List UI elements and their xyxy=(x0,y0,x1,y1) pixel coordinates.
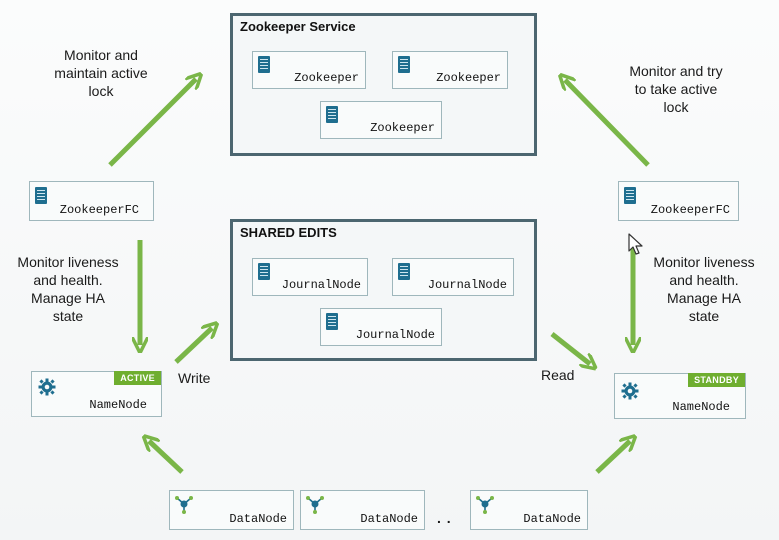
server-icon xyxy=(258,263,270,280)
zookeeper-service-group: Zookeeper Service Zookeeper Zookeeper Zo… xyxy=(230,13,537,156)
datanode-label: DataNode xyxy=(523,512,581,526)
network-node-icon xyxy=(476,496,494,514)
zookeeper-node[interactable]: Zookeeper xyxy=(392,51,508,89)
server-icon xyxy=(35,187,47,204)
note-right-top: Monitor and try to take active lock xyxy=(612,62,740,116)
namenode-label: NameNode xyxy=(89,398,147,412)
note-right-mid: Monitor liveness and health. Manage HA s… xyxy=(638,253,770,325)
arrow-datanode-to-active xyxy=(149,441,184,474)
journalnode-node[interactable]: JournalNode xyxy=(252,258,368,296)
network-node-icon xyxy=(306,496,324,514)
mouse-cursor-icon xyxy=(628,233,643,255)
note-line: Monitor and xyxy=(64,47,138,63)
datanode-label: DataNode xyxy=(360,512,418,526)
datanode-node[interactable]: DataNode xyxy=(169,490,294,530)
server-icon xyxy=(326,106,338,123)
zookeeper-label: Zookeeper xyxy=(294,71,359,85)
note-line: and health. xyxy=(669,272,739,288)
zookeeperfc-label: ZookeeperFC xyxy=(650,203,730,217)
active-badge: ACTIVE xyxy=(114,371,161,385)
zookeeper-label: Zookeeper xyxy=(370,121,435,135)
arrow-zkfc-to-zookeeper-right xyxy=(565,80,650,167)
note-line: Monitor liveness xyxy=(17,254,119,270)
shared-edits-group: SHARED EDITS JournalNode JournalNode Jou… xyxy=(230,219,537,361)
zookeeper-node[interactable]: Zookeeper xyxy=(252,51,366,89)
datanode-ellipsis: . . xyxy=(437,510,452,526)
server-icon xyxy=(398,263,410,280)
note-line: to take active xyxy=(634,81,718,97)
journalnode-label: JournalNode xyxy=(427,278,507,292)
note-line: and health. xyxy=(33,272,103,288)
note-line: Monitor liveness xyxy=(653,254,755,270)
zookeeper-node[interactable]: Zookeeper xyxy=(320,101,442,139)
server-icon xyxy=(398,56,410,73)
journalnode-label: JournalNode xyxy=(355,328,435,342)
note-line: lock xyxy=(663,99,689,115)
read-label: Read xyxy=(541,367,575,383)
note-left-top: Monitor and maintain active lock xyxy=(45,46,157,100)
note-line: maintain active xyxy=(54,65,148,81)
note-left-mid: Monitor liveness and health. Manage HA s… xyxy=(4,253,132,325)
arrow-read xyxy=(550,332,590,364)
zookeeperfc-label: ZookeeperFC xyxy=(59,203,139,217)
write-label: Write xyxy=(178,370,211,386)
zookeeperfc-left[interactable]: ZookeeperFC xyxy=(29,181,154,221)
arrow-datanode-to-standby xyxy=(595,441,630,474)
namenode-label: NameNode xyxy=(672,400,730,414)
gear-icon xyxy=(621,382,639,400)
namenode-active[interactable]: ACTIVE NameNode xyxy=(31,371,162,417)
namenode-standby[interactable]: STANDBY NameNode xyxy=(614,373,746,419)
shared-edits-title: SHARED EDITS xyxy=(240,225,337,240)
datanode-label: DataNode xyxy=(229,512,287,526)
journalnode-node[interactable]: JournalNode xyxy=(320,308,442,346)
note-line: state xyxy=(52,308,84,324)
zookeeperfc-right[interactable]: ZookeeperFC xyxy=(618,181,739,221)
gear-icon xyxy=(38,378,56,396)
note-line: Monitor and try xyxy=(629,63,723,79)
arrow-write xyxy=(174,328,212,364)
journalnode-node[interactable]: JournalNode xyxy=(392,258,514,296)
zookeeper-label: Zookeeper xyxy=(436,71,501,85)
arrow-zkfc-to-zookeeper-left xyxy=(108,79,196,167)
datanode-node[interactable]: DataNode xyxy=(300,490,425,530)
standby-badge: STANDBY xyxy=(688,373,745,387)
server-icon xyxy=(326,313,338,330)
note-line: state xyxy=(688,308,720,324)
network-node-icon xyxy=(175,496,193,514)
note-line: Manage HA xyxy=(31,290,105,306)
note-line: Manage HA xyxy=(667,290,741,306)
server-icon xyxy=(258,56,270,73)
datanode-node[interactable]: DataNode xyxy=(470,490,588,530)
server-icon xyxy=(624,187,636,204)
journalnode-label: JournalNode xyxy=(281,278,361,292)
note-line: lock xyxy=(88,83,114,99)
zookeeper-service-title: Zookeeper Service xyxy=(240,19,356,34)
